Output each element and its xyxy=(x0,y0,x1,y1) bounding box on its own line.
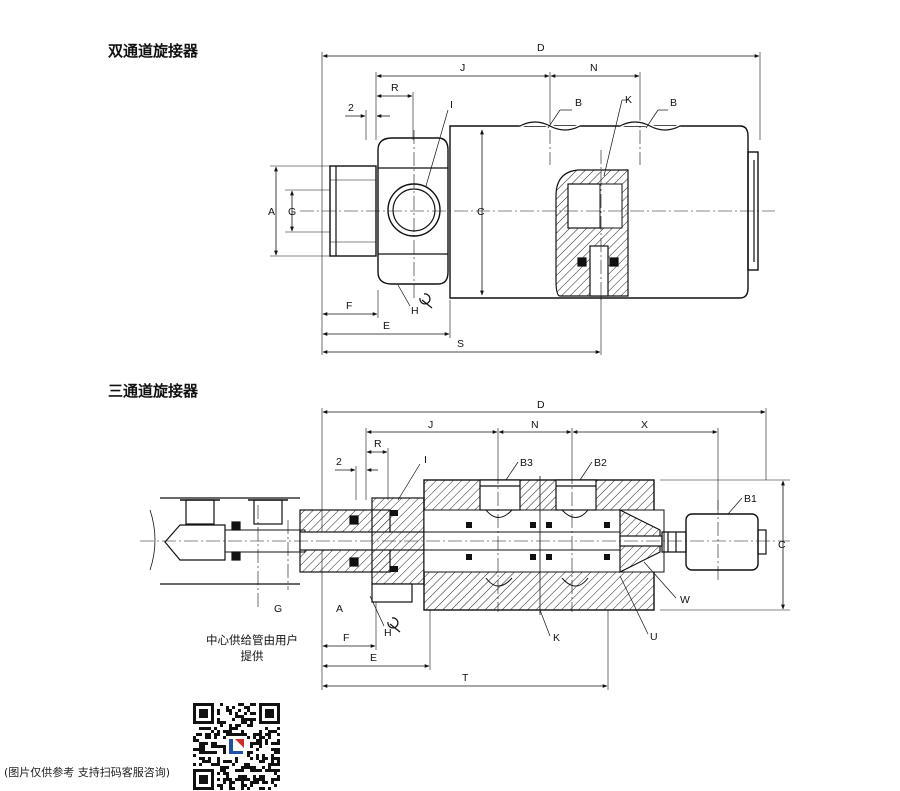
three-ch-label-N: N xyxy=(531,419,539,431)
two-ch-extension-lines xyxy=(270,52,761,355)
center-tube-note: 中心供给管由用户 提供 xyxy=(196,632,308,664)
three-channel-drawing xyxy=(140,408,790,690)
two-ch-label-H: H xyxy=(411,305,419,317)
three-channel-labels: D J N X R 2 I B3 B2 B1 C W G A H K U F E… xyxy=(274,399,786,684)
three-ch-label-F: F xyxy=(343,632,349,644)
two-ch-label-B-right: B xyxy=(670,97,677,109)
two-ch-label-C: C xyxy=(477,206,485,218)
three-ch-label-K: K xyxy=(553,632,560,644)
three-channel-title: 三通道旋接器 xyxy=(108,382,199,400)
two-ch-label-A: A xyxy=(268,206,275,218)
three-ch-label-E: E xyxy=(370,652,377,664)
three-ch-label-J: J xyxy=(428,419,433,431)
center-tube-note-line2: 提供 xyxy=(240,649,264,663)
qr-code xyxy=(193,703,280,790)
two-ch-label-G: G xyxy=(288,206,296,218)
three-ch-label-2: 2 xyxy=(336,456,342,468)
two-ch-label-B-left: B xyxy=(575,97,582,109)
two-ch-label-D: D xyxy=(537,42,545,54)
three-ch-label-G: G xyxy=(274,603,282,615)
two-channel-drawing xyxy=(270,52,775,355)
two-ch-dimension-lines xyxy=(274,54,760,354)
three-ch-label-D: D xyxy=(537,399,545,411)
three-ch-label-W: W xyxy=(680,594,690,606)
three-ch-label-B3: B3 xyxy=(520,457,533,469)
three-ch-label-A: A xyxy=(336,603,343,615)
three-ch-label-B1: B1 xyxy=(744,493,757,505)
two-ch-label-R: R xyxy=(391,82,399,94)
three-ch-label-B2: B2 xyxy=(594,457,607,469)
two-ch-label-J: J xyxy=(460,62,465,74)
three-ch-label-R: R xyxy=(374,438,382,450)
two-ch-label-N: N xyxy=(590,62,598,74)
two-ch-label-I: I xyxy=(450,99,453,111)
two-ch-label-E: E xyxy=(383,320,390,332)
qr-caption: (图片仅供参考 支持扫码客服咨询) xyxy=(4,766,171,779)
two-ch-label-F: F xyxy=(346,300,352,312)
two-channel-labels: D J N R 2 I B K B A G C F H E S xyxy=(268,42,677,350)
three-ch-label-I: I xyxy=(424,454,427,466)
two-channel-title: 双通道旋接器 xyxy=(108,42,199,60)
three-ch-label-T: T xyxy=(462,672,469,684)
two-ch-label-2: 2 xyxy=(348,102,354,114)
three-ch-label-H: H xyxy=(384,627,392,639)
three-ch-label-U: U xyxy=(650,631,658,643)
center-tube-note-line1: 中心供给管由用户 xyxy=(206,633,298,647)
two-ch-label-S: S xyxy=(457,338,464,350)
two-ch-label-K: K xyxy=(625,94,632,106)
three-ch-label-X: X xyxy=(641,419,648,431)
three-ch-label-C: C xyxy=(778,539,786,551)
